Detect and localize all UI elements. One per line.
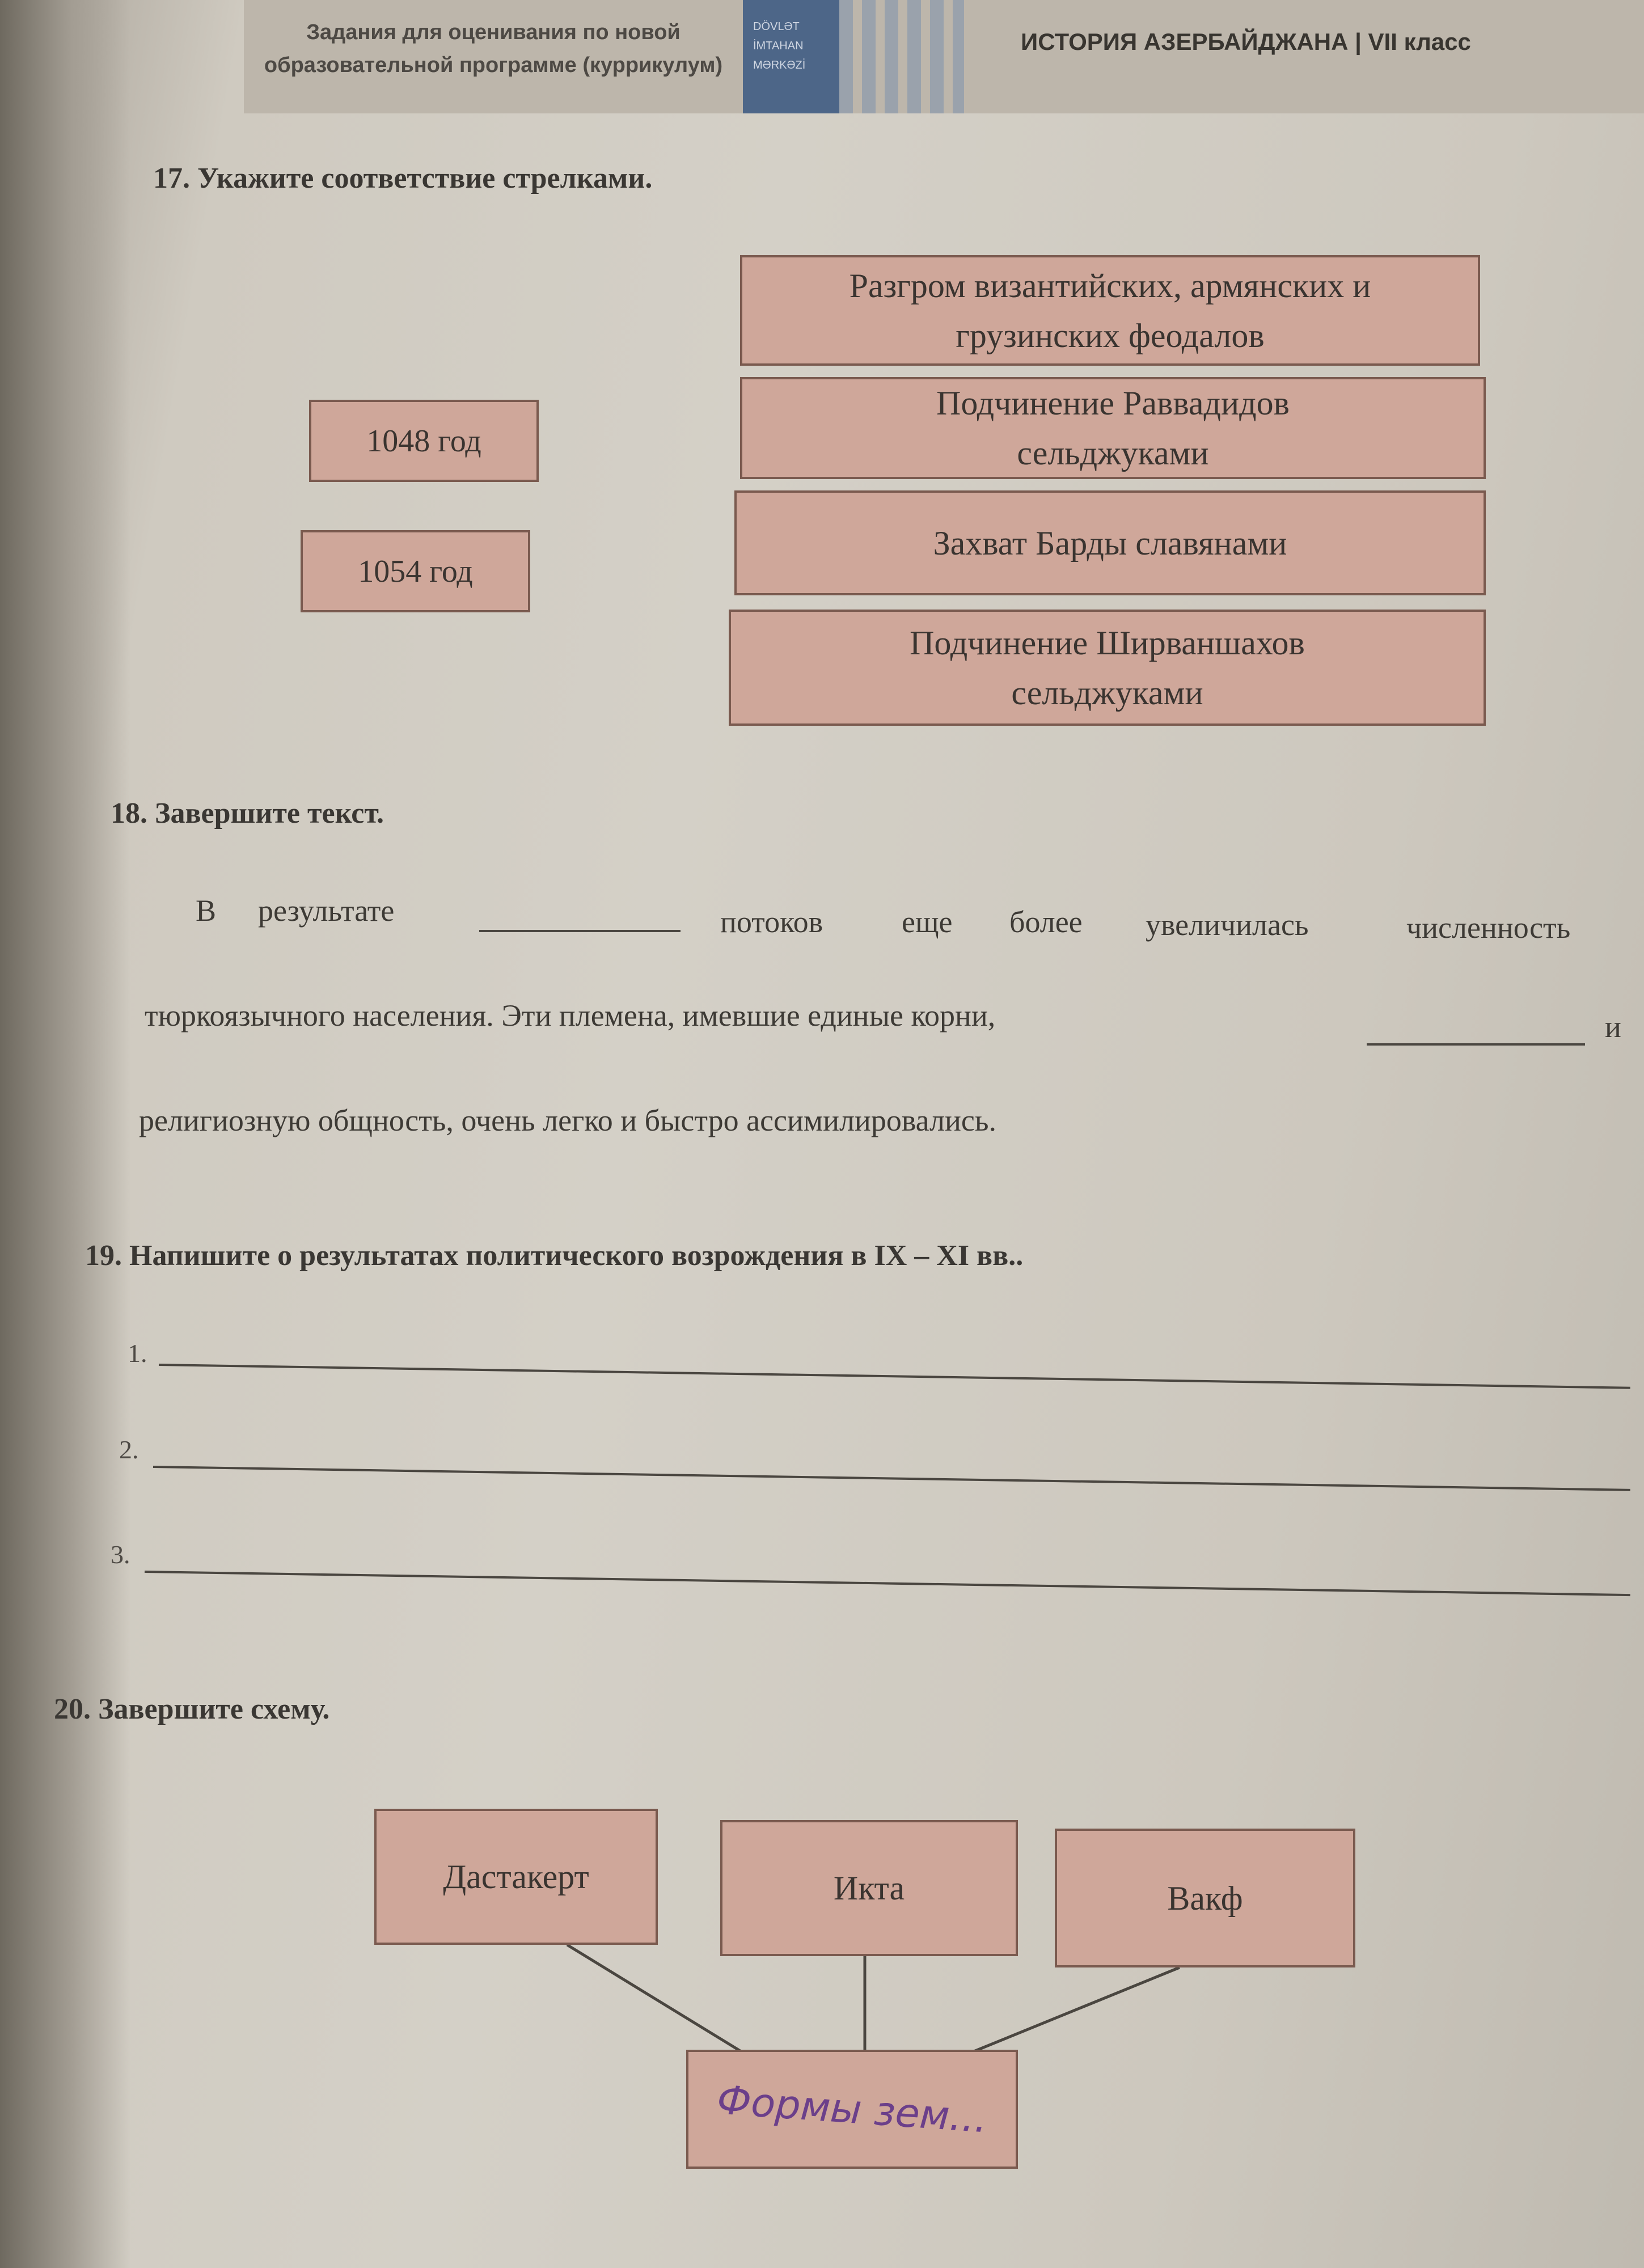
q18-word-rezultate: результате (258, 894, 395, 928)
q18-word-esche: еще (902, 905, 953, 939)
q19-item-2-number: 2. (119, 1435, 139, 1464)
dim-logo: DÖVLƏT İMTAHAN MƏRKƏZİ (743, 0, 839, 113)
q18-line2-end: и (1605, 1010, 1621, 1044)
header-subtitle: Задания для оценивания по новой образова… (244, 0, 743, 113)
q20-handwritten-answer: Формы зем... (715, 2076, 989, 2142)
q19-item-3-number: 3. (111, 1540, 130, 1569)
q20-box-ikta: Икта (720, 1820, 1018, 1956)
q19-item-1-number: 1. (128, 1339, 147, 1368)
q20-box-vakf: Вакф (1055, 1829, 1355, 1967)
q17-year-1054[interactable]: 1054 год (301, 530, 530, 612)
q17-event-1[interactable]: Разгром византийских, армянских и грузин… (740, 255, 1480, 366)
q17-event-2[interactable]: Подчинение Раввадидов сельджуками (740, 377, 1486, 479)
q18-blank-2[interactable] (1367, 1043, 1585, 1046)
q18-word-v: В (196, 894, 217, 928)
q18-word-uvelichilas: увеличилась (1146, 908, 1309, 942)
book-spine-shadow (0, 0, 130, 2268)
header-subtitle-line1: Задания для оценивания по новой (306, 20, 681, 44)
q17-year-1048[interactable]: 1048 год (309, 400, 539, 482)
q18-line3: религиозную общность, очень легко и быст… (139, 1103, 996, 1137)
q18-heading: 18. Завершите текст. (111, 797, 384, 830)
header-title: ИСТОРИЯ АЗЕРБАЙДЖАНА | VII класс (1021, 28, 1471, 55)
header-pattern (839, 0, 964, 113)
q18-word-bolee: более (1009, 905, 1083, 939)
q20-heading: 20. Завершите схему. (54, 1693, 330, 1725)
q20-box-dastakert: Дастакерт (374, 1809, 658, 1945)
q18-word-potokov: потоков (720, 905, 823, 939)
q18-line2: тюркоязычного населения. Эти племена, им… (145, 998, 996, 1033)
q18-blank-1[interactable] (479, 930, 681, 932)
q20-box-answer[interactable]: Формы зем... (686, 2050, 1018, 2169)
page-header: Задания для оценивания по новой образова… (244, 0, 1644, 113)
header-subtitle-line2: образовательной программе (куррикулум) (264, 53, 723, 77)
q17-event-4[interactable]: Подчинение Ширваншахов сельджуками (729, 610, 1486, 726)
q19-heading: 19. Напишите о результатах политического… (85, 1239, 1024, 1272)
q17-heading: 17. Укажите соответствие стрелками. (153, 162, 653, 194)
q17-event-3[interactable]: Захват Барды славянами (734, 490, 1486, 595)
q18-word-chislennost: численность (1406, 911, 1571, 945)
